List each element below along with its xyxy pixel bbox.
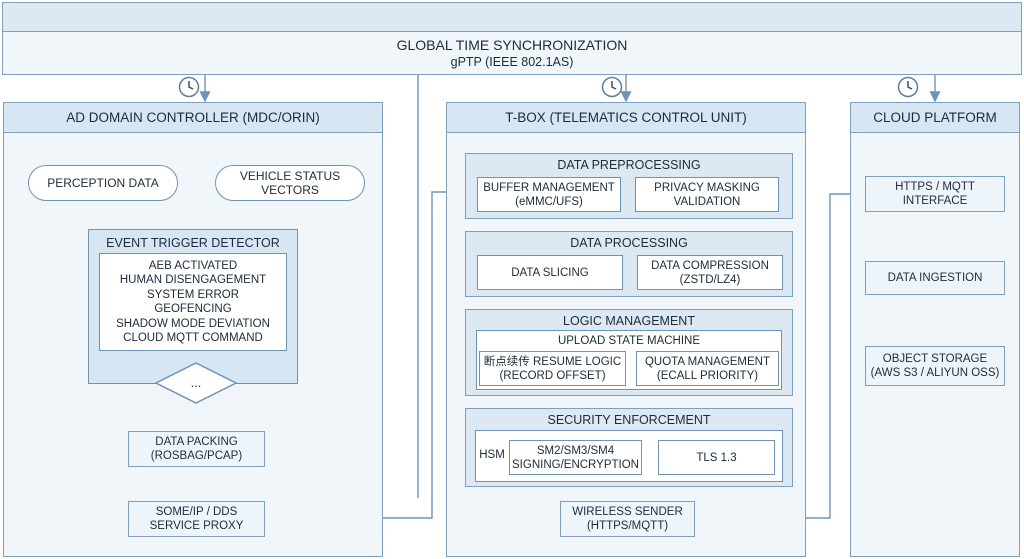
service-proxy-node: SOME/IP / DDS SERVICE PROXY (128, 501, 265, 537)
trigger-list: AEB ACTIVATED HUMAN DISENGAGEMENT SYSTEM… (99, 253, 287, 351)
data-ingestion-node: DATA INGESTION (865, 261, 1005, 295)
decision-diamond (155, 362, 237, 404)
clock-icon (178, 76, 200, 98)
upload-state-machine-title: UPLOAD STATE MACHINE (557, 335, 701, 347)
object-storage-node: OBJECT STORAGE (AWS S3 / ALIYUN OSS) (865, 346, 1005, 386)
event-trigger-title: EVENT TRIGGER DETECTOR (106, 236, 280, 250)
cloud-platform-panel: CLOUD PLATFORM (850, 102, 1020, 557)
buffer-management-node: BUFFER MANAGEMENT (eMMC/UFS) (477, 177, 621, 212)
global-time-sync-banner: GLOBAL TIME SYNCHRONIZATION gPTP (IEEE 8… (2, 2, 1022, 75)
wireless-sender-node: WIRELESS SENDER (HTTPS/MQTT) (560, 501, 695, 537)
trigger-item: SYSTEM ERROR (146, 288, 239, 301)
trigger-item: HUMAN DISENGAGEMENT (119, 274, 267, 286)
data-processing-title: DATA PROCESSING (570, 236, 688, 250)
resume-logic-node: 断点续传 RESUME LOGIC (RECORD OFFSET) (479, 351, 626, 386)
data-preprocessing-title: DATA PREPROCESSING (557, 158, 701, 172)
event-trigger-detector: EVENT TRIGGER DETECTOR AEB ACTIVATED HUM… (88, 229, 298, 384)
trigger-item: GEOFENCING (154, 303, 232, 315)
privacy-masking-node: PRIVACY MASKING VALIDATION (635, 177, 779, 212)
decision-label: ... (190, 374, 202, 390)
trigger-item: SHADOW MODE DEVIATION (116, 317, 270, 330)
vehicle-status-node: VEHICLE STATUS VECTORS (215, 165, 365, 201)
sync-title: GLOBAL TIME SYNCHRONIZATION (396, 36, 628, 53)
security-enforcement-title: SECURITY ENFORCEMENT (547, 413, 711, 427)
data-slicing-node: DATA SLICING (477, 255, 623, 290)
logic-management-title: LOGIC MANAGEMENT (563, 314, 695, 328)
trigger-item: CLOUD MQTT COMMAND (123, 332, 263, 344)
https-mqtt-interface-node: HTTPS / MQTT INTERFACE (865, 176, 1005, 212)
cloud-platform-title: CLOUD PLATFORM (851, 103, 1019, 133)
data-compression-node: DATA COMPRESSION (ZSTD/LZ4) (637, 255, 783, 290)
hsm-label: HSM (479, 449, 505, 461)
ad-domain-controller-title: AD DOMAIN CONTROLLER (MDC/ORIN) (4, 103, 382, 133)
clock-icon (897, 76, 919, 98)
trigger-item: AEB ACTIVATED (148, 259, 238, 272)
tls-node: TLS 1.3 (658, 440, 775, 475)
perception-data-node: PERCEPTION DATA (28, 165, 178, 201)
sm-signing-node: SM2/SM3/SM4 SIGNING/ENCRYPTION (509, 440, 642, 475)
clock-icon (601, 76, 623, 98)
sync-subtitle: gPTP (IEEE 802.1AS) (450, 54, 574, 69)
data-packing-node: DATA PACKING (ROSBAG/PCAP) (128, 431, 265, 467)
quota-management-node: QUOTA MANAGEMENT (ECALL PRIORITY) (636, 351, 779, 386)
tbox-title: T-BOX (TELEMATICS CONTROL UNIT) (447, 103, 805, 133)
